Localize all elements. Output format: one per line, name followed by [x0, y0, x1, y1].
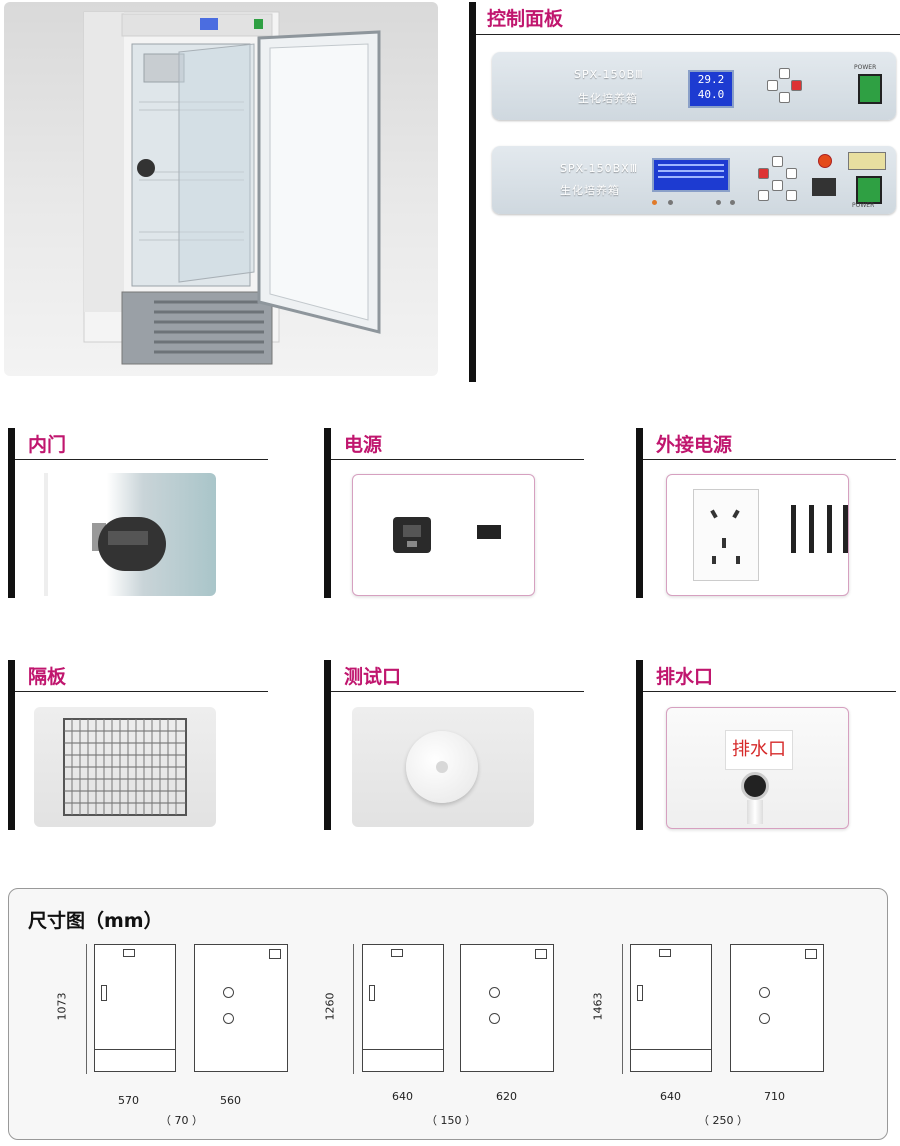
shelf-photo: [34, 707, 216, 827]
section-title-power: 电源: [344, 434, 383, 456]
section-bar: [636, 428, 643, 598]
height-label: 1073: [55, 992, 69, 1021]
section-divider: [15, 691, 268, 692]
lcd-display: 29.2 40.0: [688, 70, 734, 108]
drain-sign: 排水口: [725, 730, 793, 770]
set-button[interactable]: [791, 80, 802, 91]
section-divider: [643, 459, 896, 460]
control-panel-2: SPX-150BXⅢ 生化培养箱 POWER: [492, 146, 896, 214]
fuse-holder-icon: [477, 525, 501, 539]
height-label: 1260: [323, 992, 337, 1021]
set-button[interactable]: [758, 190, 769, 201]
indicator-light: [730, 200, 735, 205]
side-view-cabinet: [460, 944, 554, 1072]
drain-hole-icon: [741, 772, 769, 800]
depth-label: 560: [220, 1094, 241, 1107]
width-label: 640: [660, 1090, 681, 1103]
incubator-illustration: [83, 11, 381, 365]
front-view-cabinet: [94, 944, 176, 1072]
wire-shelf-icon: [63, 718, 187, 816]
section-title-inner-door: 内门: [28, 434, 67, 456]
section-divider: [331, 691, 584, 692]
dimensions-title: 尺寸图（mm）: [28, 910, 163, 932]
depth-label: 710: [764, 1090, 785, 1103]
enter-button[interactable]: [786, 190, 797, 201]
test-port-cap-icon: [406, 731, 478, 803]
hour-meter: [848, 152, 886, 170]
section-title-test-port: 测试口: [344, 666, 402, 688]
product-photo: [4, 2, 438, 376]
section-divider: [643, 691, 896, 692]
panel-model: SPX-150BXⅢ: [560, 162, 639, 175]
power-socket-icon: [393, 517, 431, 553]
up-button[interactable]: [779, 68, 790, 79]
section-title-shelf: 隔板: [28, 666, 67, 688]
section-bar: [324, 428, 331, 598]
power-switch[interactable]: [858, 74, 882, 104]
down-button[interactable]: [779, 92, 790, 103]
section-title-control-panel: 控制面板: [487, 8, 564, 30]
front-view-cabinet: [630, 944, 712, 1072]
indicator-light: [716, 200, 721, 205]
inner-door-photo: [34, 473, 216, 596]
up-button[interactable]: [772, 156, 783, 167]
indicator-light: [652, 200, 657, 205]
test-port-photo: [352, 707, 534, 827]
panel-product-name: 生化培养箱: [578, 92, 638, 105]
wall-outlet-icon: [693, 489, 759, 581]
section-divider: [331, 459, 584, 460]
power-label: POWER: [854, 64, 877, 71]
panel-model: SPX-150BⅢ: [574, 68, 644, 81]
lcd-actual-temp: 40.0: [697, 88, 725, 101]
power-photo: [352, 474, 535, 596]
volume-label: （ 150 ）: [426, 1114, 476, 1127]
depth-label: 620: [496, 1090, 517, 1103]
section-divider: [15, 459, 268, 460]
down-button[interactable]: [772, 180, 783, 191]
panel-product-name: 生化培养箱: [560, 184, 620, 197]
lcd-set-temp: 29.2: [697, 73, 725, 86]
control-panel-1: SPX-150BⅢ 生化培养箱 29.2 40.0 POWER: [492, 52, 896, 120]
section-title-external-power: 外接电源: [656, 434, 733, 456]
section-bar: [324, 660, 331, 830]
section-bar: [8, 428, 15, 598]
side-view-cabinet: [730, 944, 824, 1072]
power-label: POWER: [852, 202, 875, 209]
drain-photo: 排水口: [666, 707, 849, 829]
volume-label: （ 250 ）: [698, 1114, 748, 1127]
width-label: 640: [392, 1090, 413, 1103]
height-label: 1463: [591, 992, 605, 1021]
alarm-light: [818, 154, 832, 168]
left-button[interactable]: [758, 168, 769, 179]
section-bar: [636, 660, 643, 830]
section-bar: [469, 2, 476, 382]
section-divider: [476, 34, 900, 35]
section-bar: [8, 660, 15, 830]
front-view-cabinet: [362, 944, 444, 1072]
right-button[interactable]: [786, 168, 797, 179]
left-button[interactable]: [767, 80, 778, 91]
volume-label: （ 70 ）: [160, 1114, 203, 1127]
side-view-cabinet: [194, 944, 288, 1072]
external-power-photo: [666, 474, 849, 596]
section-title-drain: 排水口: [656, 666, 714, 688]
width-label: 570: [118, 1094, 139, 1107]
lcd-display: [652, 158, 730, 192]
indicator-light: [668, 200, 673, 205]
dip-switch[interactable]: [812, 178, 836, 196]
power-switch[interactable]: [856, 176, 882, 204]
